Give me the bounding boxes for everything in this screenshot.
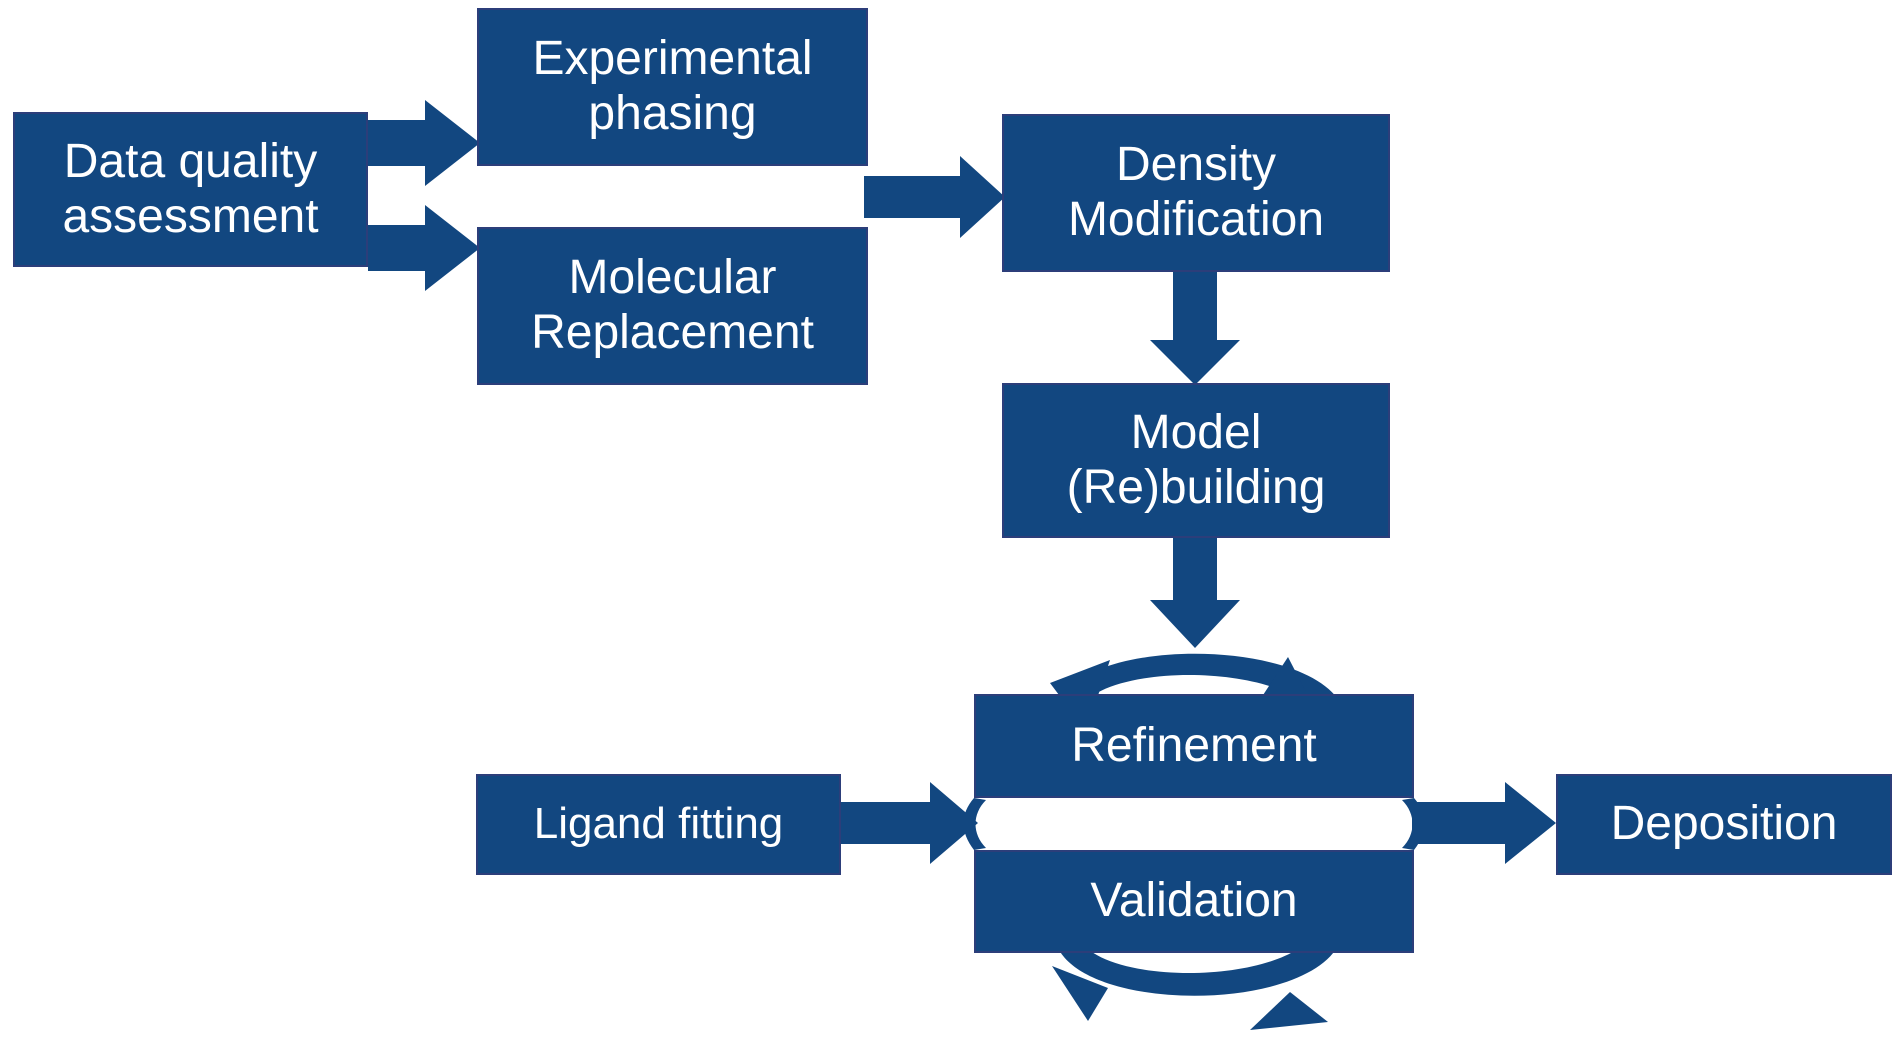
node-label: Validation <box>1090 874 1298 928</box>
node-label: Data quality assessment <box>62 134 319 243</box>
node-density-modification[interactable]: Density Modification <box>1002 114 1390 272</box>
arrow-phasing-to-density-modification <box>864 156 1005 238</box>
arrow-model-rebuilding-to-refinement <box>1150 538 1240 648</box>
node-data-quality-assessment[interactable]: Data quality assessment <box>13 112 368 267</box>
node-label: Refinement <box>1071 718 1317 772</box>
arrow-data-quality-to-molecular-replacement <box>368 205 480 291</box>
node-label: Molecular Replacement <box>531 251 814 359</box>
node-deposition[interactable]: Deposition <box>1556 774 1892 875</box>
node-molecular-replacement[interactable]: Molecular Replacement <box>477 227 868 385</box>
node-label: Ligand fitting <box>533 799 784 849</box>
node-label: Experimental phasing <box>532 32 813 140</box>
node-refinement[interactable]: Refinement <box>974 694 1414 798</box>
node-model-rebuilding[interactable]: Model (Re)building <box>1002 383 1390 538</box>
arrow-validation-to-deposition <box>1412 782 1556 864</box>
circular-cycle-arrow-left-side <box>963 798 986 850</box>
arrow-data-quality-to-experimental-phasing <box>368 100 480 186</box>
arrow-density-modification-to-model-rebuilding <box>1150 272 1240 385</box>
node-label: Density Modification <box>1067 138 1325 246</box>
circular-cycle-arrow-right-side <box>1402 798 1425 850</box>
node-label: Model (Re)building <box>1066 405 1326 514</box>
node-experimental-phasing[interactable]: Experimental phasing <box>477 8 868 166</box>
node-label: Deposition <box>1610 797 1838 851</box>
arrow-ligand-fitting-to-refinement <box>841 782 978 864</box>
node-validation[interactable]: Validation <box>974 850 1414 953</box>
node-ligand-fitting[interactable]: Ligand fitting <box>476 774 841 875</box>
